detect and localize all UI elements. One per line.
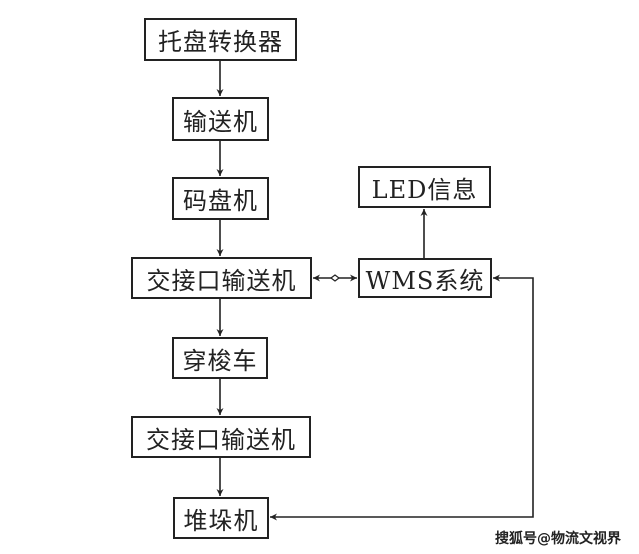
node-conveyor: 输送机	[172, 97, 269, 141]
node-label: 托盘转换器	[158, 28, 283, 56]
node-label: 交接口输送机	[146, 266, 297, 295]
node-led: LED信息	[358, 166, 491, 208]
node-handover-conveyor-1: 交接口输送机	[131, 257, 312, 299]
node-shuttle: 穿梭车	[172, 337, 268, 379]
node-stacker: 堆垛机	[173, 497, 269, 539]
node-wms: WMS系统	[358, 258, 492, 298]
node-palletizer: 码盘机	[172, 177, 269, 220]
node-label: 输送机	[183, 107, 258, 136]
node-label: 穿梭车	[182, 346, 258, 375]
feedback-loop-line	[270, 274, 534, 521]
watermark: 搜狐号@物流文视界	[495, 531, 621, 547]
bidirectional-diamond-icon	[330, 274, 340, 282]
node-label: 堆垛机	[183, 506, 259, 535]
node-handover-conveyor-2: 交接口输送机	[131, 416, 311, 458]
node-label: 码盘机	[183, 187, 258, 215]
node-label: LED信息	[371, 175, 478, 204]
node-pallet-converter: 托盘转换器	[144, 18, 297, 61]
node-label: 交接口输送机	[146, 425, 296, 454]
node-label: WMS系统	[365, 266, 485, 295]
